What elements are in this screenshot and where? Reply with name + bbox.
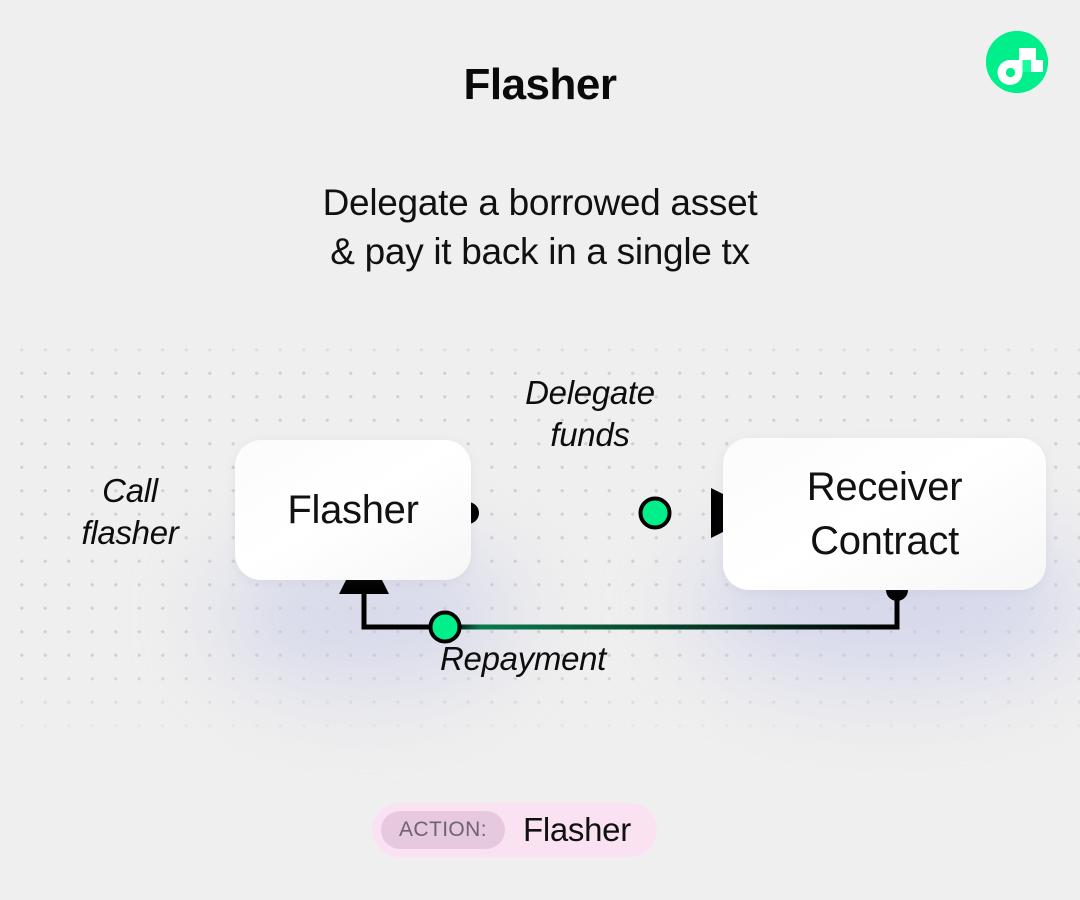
edge-label-call-flasher: Call flasher bbox=[30, 470, 230, 554]
subtitle-line-1: Delegate a borrowed asset bbox=[322, 182, 758, 223]
flow-logo-icon bbox=[986, 31, 1048, 93]
node-flasher[interactable]: Flasher bbox=[235, 440, 471, 580]
flow-diagram: Flasher Receiver Contract Call flasher D… bbox=[0, 330, 1080, 760]
page-title: Flasher bbox=[463, 60, 617, 109]
node-receiver-label-line-2: Contract bbox=[810, 519, 959, 563]
subtitle-line-2: & pay it back in a single tx bbox=[330, 231, 750, 272]
delegate-token-node bbox=[638, 496, 672, 530]
edge-label-delegate-funds-line-2: funds bbox=[550, 416, 630, 453]
node-receiver-label-line-1: Receiver bbox=[806, 465, 963, 509]
action-badge-value: Flasher bbox=[522, 811, 631, 848]
diagram-connectors bbox=[339, 488, 908, 644]
page-subtitle: Delegate a borrowed asset & pay it back … bbox=[0, 178, 1080, 276]
edge-delegate-funds bbox=[457, 488, 761, 538]
node-receiver-contract[interactable]: Receiver Contract bbox=[723, 438, 1046, 590]
edge-label-delegate-funds: Delegate funds bbox=[455, 372, 725, 456]
edge-label-repayment: Repayment bbox=[440, 640, 607, 677]
node-flasher-label: Flasher bbox=[287, 488, 419, 532]
action-badge: ACTION: Flasher bbox=[372, 803, 657, 857]
node-receiver-label: Receiver Contract bbox=[806, 460, 963, 568]
edge-label-call-flasher-line-1: Call bbox=[102, 472, 158, 509]
repayment-line bbox=[339, 544, 900, 630]
repayment-token-node bbox=[428, 610, 462, 644]
edge-label-call-flasher-line-2: flasher bbox=[81, 514, 179, 551]
edge-label-delegate-funds-line-1: Delegate bbox=[525, 374, 655, 411]
action-badge-prefix: ACTION: bbox=[381, 811, 505, 849]
